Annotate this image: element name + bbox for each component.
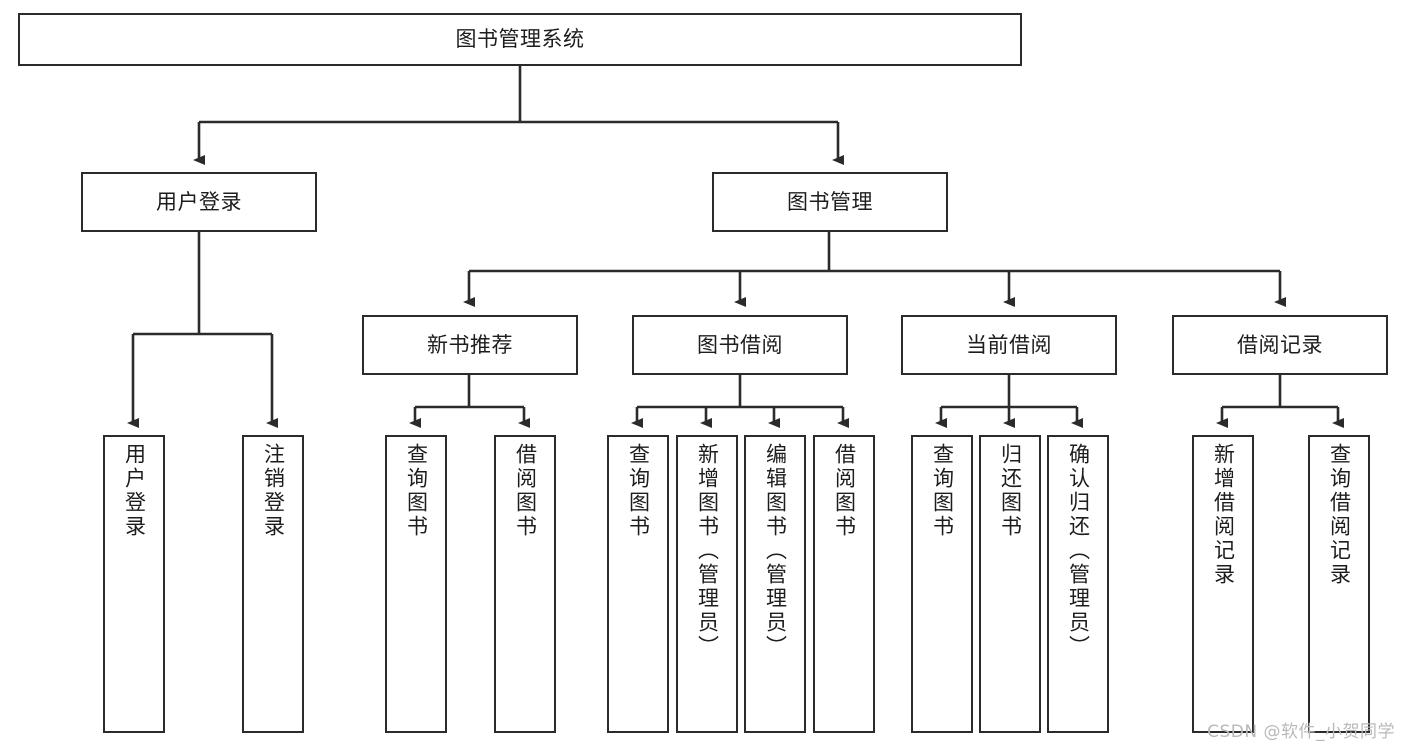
node-user-login[interactable]: 用户登录	[81, 172, 317, 232]
node-leaf-add-book[interactable]: 新增图书（管理员）	[676, 435, 738, 733]
node-leaf-edit-book-label: 编辑图书（管理员）	[763, 443, 788, 659]
node-leaf-user-login-label: 用户登录	[122, 443, 147, 539]
node-leaf-confirm-return[interactable]: 确认归还（管理员）	[1047, 435, 1109, 733]
node-book-borrow[interactable]: 图书借阅	[632, 315, 848, 375]
node-leaf-add-record[interactable]: 新增借阅记录	[1192, 435, 1254, 733]
node-leaf-return-book[interactable]: 归还图书	[979, 435, 1041, 733]
node-leaf-user-login[interactable]: 用户登录	[103, 435, 165, 733]
node-leaf-logout[interactable]: 注销登录	[242, 435, 304, 733]
node-root[interactable]: 图书管理系统	[18, 13, 1022, 66]
node-leaf-add-book-label: 新增图书（管理员）	[695, 443, 720, 659]
node-leaf-query-record[interactable]: 查询借阅记录	[1308, 435, 1370, 733]
node-leaf-query-book-3[interactable]: 查询图书	[911, 435, 973, 733]
node-user-login-label: 用户登录	[156, 189, 242, 214]
node-book-borrow-label: 图书借阅	[697, 332, 783, 357]
node-book-manage-label: 图书管理	[787, 189, 873, 214]
node-leaf-query-record-label: 查询借阅记录	[1327, 443, 1352, 587]
node-new-book-rec-label: 新书推荐	[427, 332, 513, 357]
node-leaf-confirm-return-label: 确认归还（管理员）	[1066, 443, 1091, 659]
node-leaf-query-book-2-label: 查询图书	[626, 443, 651, 539]
node-leaf-edit-book[interactable]: 编辑图书（管理员）	[744, 435, 806, 733]
node-current-borrow[interactable]: 当前借阅	[901, 315, 1117, 375]
node-leaf-borrow-book-1-label: 借阅图书	[513, 443, 538, 539]
node-leaf-return-book-label: 归还图书	[998, 443, 1023, 539]
node-new-book-rec[interactable]: 新书推荐	[362, 315, 578, 375]
node-leaf-query-book-1-label: 查询图书	[404, 443, 429, 539]
node-borrow-record-label: 借阅记录	[1237, 332, 1323, 357]
node-leaf-logout-label: 注销登录	[261, 443, 286, 539]
node-borrow-record[interactable]: 借阅记录	[1172, 315, 1388, 375]
node-leaf-borrow-book-2[interactable]: 借阅图书	[813, 435, 875, 733]
node-leaf-query-book-3-label: 查询图书	[930, 443, 955, 539]
node-leaf-query-book-1[interactable]: 查询图书	[385, 435, 447, 733]
node-book-manage[interactable]: 图书管理	[712, 172, 948, 232]
node-leaf-query-book-2[interactable]: 查询图书	[607, 435, 669, 733]
node-leaf-borrow-book-1[interactable]: 借阅图书	[494, 435, 556, 733]
node-root-label: 图书管理系统	[455, 27, 585, 52]
node-leaf-borrow-book-2-label: 借阅图书	[832, 443, 857, 539]
node-leaf-add-record-label: 新增借阅记录	[1211, 443, 1236, 587]
node-current-borrow-label: 当前借阅	[966, 332, 1052, 357]
